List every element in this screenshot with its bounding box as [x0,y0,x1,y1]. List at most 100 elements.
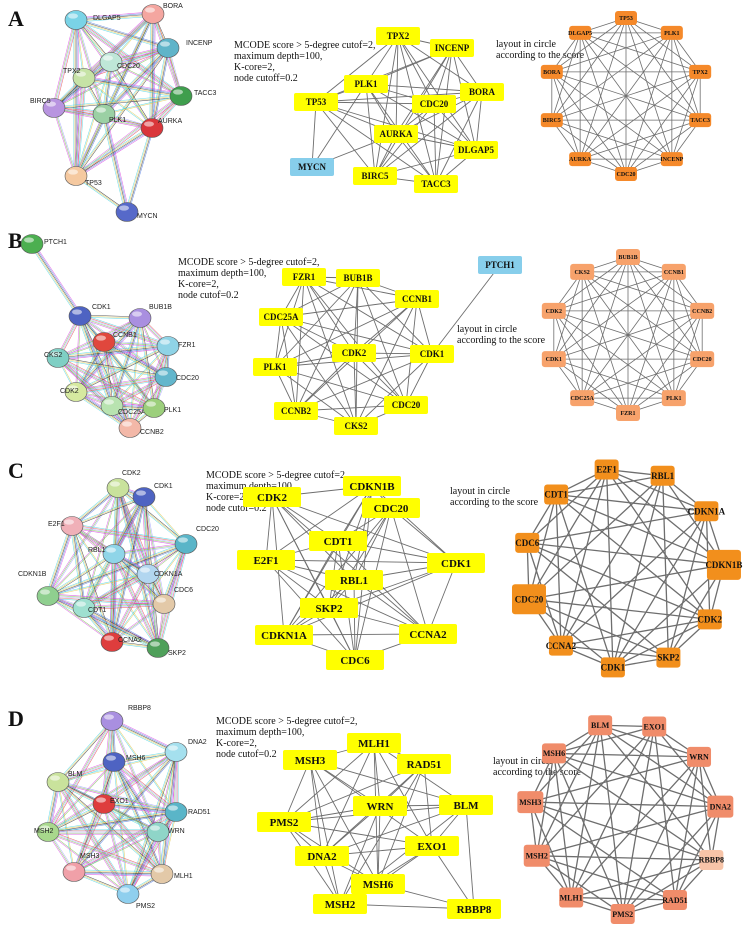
string-edge [48,594,165,604]
string-edge [84,604,165,609]
mcode-node: TACC3 [414,175,458,193]
string-node: CDK2 [106,470,141,498]
mcode-node-label: BUB1B [343,273,372,283]
mcode-edge [357,277,433,355]
string-node-ball [156,336,180,356]
mcode-node: RBL1 [325,570,383,590]
circle-node-label: CKS2 [574,270,589,276]
mcode-node-box [447,899,501,919]
string-edge [58,347,169,361]
circle-edge [661,475,670,658]
string-node-highlight [76,71,86,77]
mcode-edge [465,804,475,910]
string-edge [48,593,165,603]
string-node: BLM [46,771,83,792]
circle-node: SKP2 [656,647,681,668]
circle-node-box [541,743,566,764]
string-node-ball [118,418,142,438]
mcode-edge [303,276,433,355]
circle-node-label: TPX2 [693,70,708,76]
string-edge [103,47,169,115]
string-node-highlight [160,41,170,47]
string-node: TACC3 [169,86,217,106]
circle-edge [551,71,673,160]
mcode-edge [311,101,317,168]
string-node-label: MYCN [137,213,158,220]
mcode-node-label: CDC25A [264,312,299,322]
mcode-node-box [344,75,388,93]
mcode-edge [395,47,453,135]
string-node: CDK1 [68,304,111,326]
circle-node-box [707,795,734,818]
string-edge [48,497,145,597]
circle-edge [536,805,721,857]
string-node-label: BIRC5 [30,98,51,105]
string-edge [105,341,133,428]
circle-edge [653,726,721,808]
string-edge [127,128,153,213]
string-edge [75,19,182,97]
circle-node: FZR1 [616,405,640,421]
string-edge [57,358,112,408]
string-edge [140,317,156,408]
string-edge [47,750,176,832]
string-edge [75,374,166,391]
circle-node: CDT1 [544,484,568,505]
string-edge [103,805,176,815]
mcode-edge [395,35,399,135]
circle-node-box [616,249,640,265]
string-edge [125,830,157,894]
circle-edge [582,358,703,399]
circle-node-box [661,263,686,280]
string-edge [47,595,159,649]
circle-node-box [600,657,625,678]
circle-edge [599,725,624,915]
string-node-highlight [40,825,50,831]
string-network: CDK2CDK1E2F1CDC20RBL1CDKN1ACDC6CDKN1BCDT… [18,470,219,658]
string-edge [75,21,168,50]
string-edge [47,595,165,605]
string-edge [47,553,115,597]
string-node-highlight [140,567,150,573]
mcode-node-box [454,141,498,159]
mcode-edge [309,759,341,905]
mcode-parameters-line: maximum depth=100, [206,481,294,492]
circle-node-box [523,844,550,867]
string-edge [162,812,177,875]
string-node-label: SKP2 [168,650,186,657]
mcode-node-label: CDC20 [392,400,421,410]
string-edge [157,543,187,649]
circle-node: RBBP8 [699,849,724,870]
circle-edge [667,564,725,658]
string-edge [126,127,152,212]
circle-node: DNA2 [707,795,734,818]
mcode-edge [315,91,483,103]
mcode-node-label: BIRC5 [361,171,389,181]
string-edge [73,811,177,873]
mcode-node-label: EXO1 [417,841,446,853]
string-edge [104,801,177,811]
string-node-highlight [106,755,116,761]
string-edge [48,544,187,597]
circle-node-box [642,716,667,737]
mcode-node-box [414,175,458,193]
circle-edge [529,801,572,898]
mcode-seed-node-box [290,158,334,176]
string-edge [76,378,167,395]
string-edge [110,13,153,62]
mcode-node: CDC25A [259,308,303,326]
string-edge [32,243,82,316]
circle-node: MSH6 [541,743,566,764]
string-edge [76,14,154,22]
circle-node-box [690,351,715,368]
string-node-highlight [154,867,164,873]
string-node-label: CKS2 [44,352,62,359]
circle-edge [599,724,721,808]
string-node-highlight [119,205,129,211]
circle-edge [551,119,672,160]
mcode-node-label: SKP2 [316,603,343,615]
string-edge [113,574,150,643]
mcode-node: EXO1 [405,836,459,856]
string-edge [112,554,164,606]
